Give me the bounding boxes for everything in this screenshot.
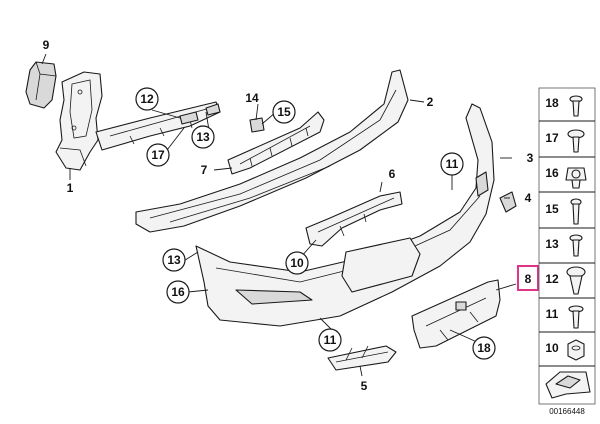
svg-text:17: 17 [151,148,165,162]
legend-10[interactable]: 10 [545,341,559,355]
callout-13-lower[interactable]: 13 [162,248,186,272]
part-6-center-bracket [305,191,403,247]
svg-text:18: 18 [477,341,491,355]
fastener-legend: 18 17 16 15 13 12 11 10 [538,87,596,405]
callout-8-highlighted[interactable]: 8 [517,265,539,291]
svg-text:16: 16 [171,285,185,299]
label-5[interactable]: 5 [361,379,368,393]
label-3[interactable]: 3 [527,151,534,165]
svg-text:15: 15 [277,105,291,119]
callout-18[interactable]: 18 [472,336,496,360]
callout-13-upper[interactable]: 13 [191,125,215,149]
legend-13[interactable]: 13 [545,237,559,251]
legend-16[interactable]: 16 [545,166,559,180]
callout-11-bottom[interactable]: 11 [318,328,342,352]
part-1-bracket [55,71,103,171]
callout-11-right[interactable]: 11 [440,152,464,176]
label-6[interactable]: 6 [389,167,396,181]
screw-icon-13 [569,234,583,257]
callout-9[interactable]: 9 [43,38,50,52]
legend-17[interactable]: 17 [545,131,559,145]
svg-text:11: 11 [324,333,337,347]
label-7[interactable]: 7 [201,163,208,177]
screw-icon-18 [569,95,583,117]
part-2-upper-cover [135,69,409,233]
svg-text:12: 12 [140,92,154,106]
callout-16[interactable]: 16 [166,280,190,304]
legend-11[interactable]: 11 [546,307,559,321]
callout-12[interactable]: 12 [135,87,159,111]
svg-text:13: 13 [196,130,210,144]
svg-text:9: 9 [43,38,50,52]
callout-17[interactable]: 17 [146,143,170,167]
legend-15[interactable]: 15 [545,202,559,216]
part-9-foam-block [25,61,57,109]
hex-nut-icon-10 [567,339,585,361]
part-support-rail [95,101,221,151]
label-4[interactable]: 4 [525,191,532,205]
nut-clip-icon-16 [565,167,587,189]
svg-text:11: 11 [446,157,459,171]
part-3-main-cover [195,103,495,327]
label-2[interactable]: 2 [427,95,434,109]
leader-lines [41,53,517,377]
svg-text:14: 14 [245,91,259,105]
catalog-number: 00166448 [549,407,585,416]
arrow-icon [545,371,591,399]
callout-10[interactable]: 10 [285,251,309,275]
legend-12[interactable]: 12 [545,272,559,286]
label-1[interactable]: 1 [67,181,74,195]
screw-icon-15 [570,198,582,225]
svg-text:13: 13 [167,253,181,267]
part-7-mount-bracket [227,111,325,175]
screw-icon-17 [567,129,585,153]
part-18-plate-bracket [411,279,501,349]
part-14-clip [249,117,265,133]
callout-14[interactable]: 14 [245,91,259,105]
svg-text:10: 10 [290,256,304,270]
part-4-clip [499,191,517,213]
expansion-rivet-icon-12 [566,266,586,295]
callout-15[interactable]: 15 [272,100,296,124]
svg-text:8: 8 [525,272,532,286]
part-5-reflector [327,345,397,371]
legend-18[interactable]: 18 [545,96,559,110]
screw-icon-11 [568,305,584,329]
